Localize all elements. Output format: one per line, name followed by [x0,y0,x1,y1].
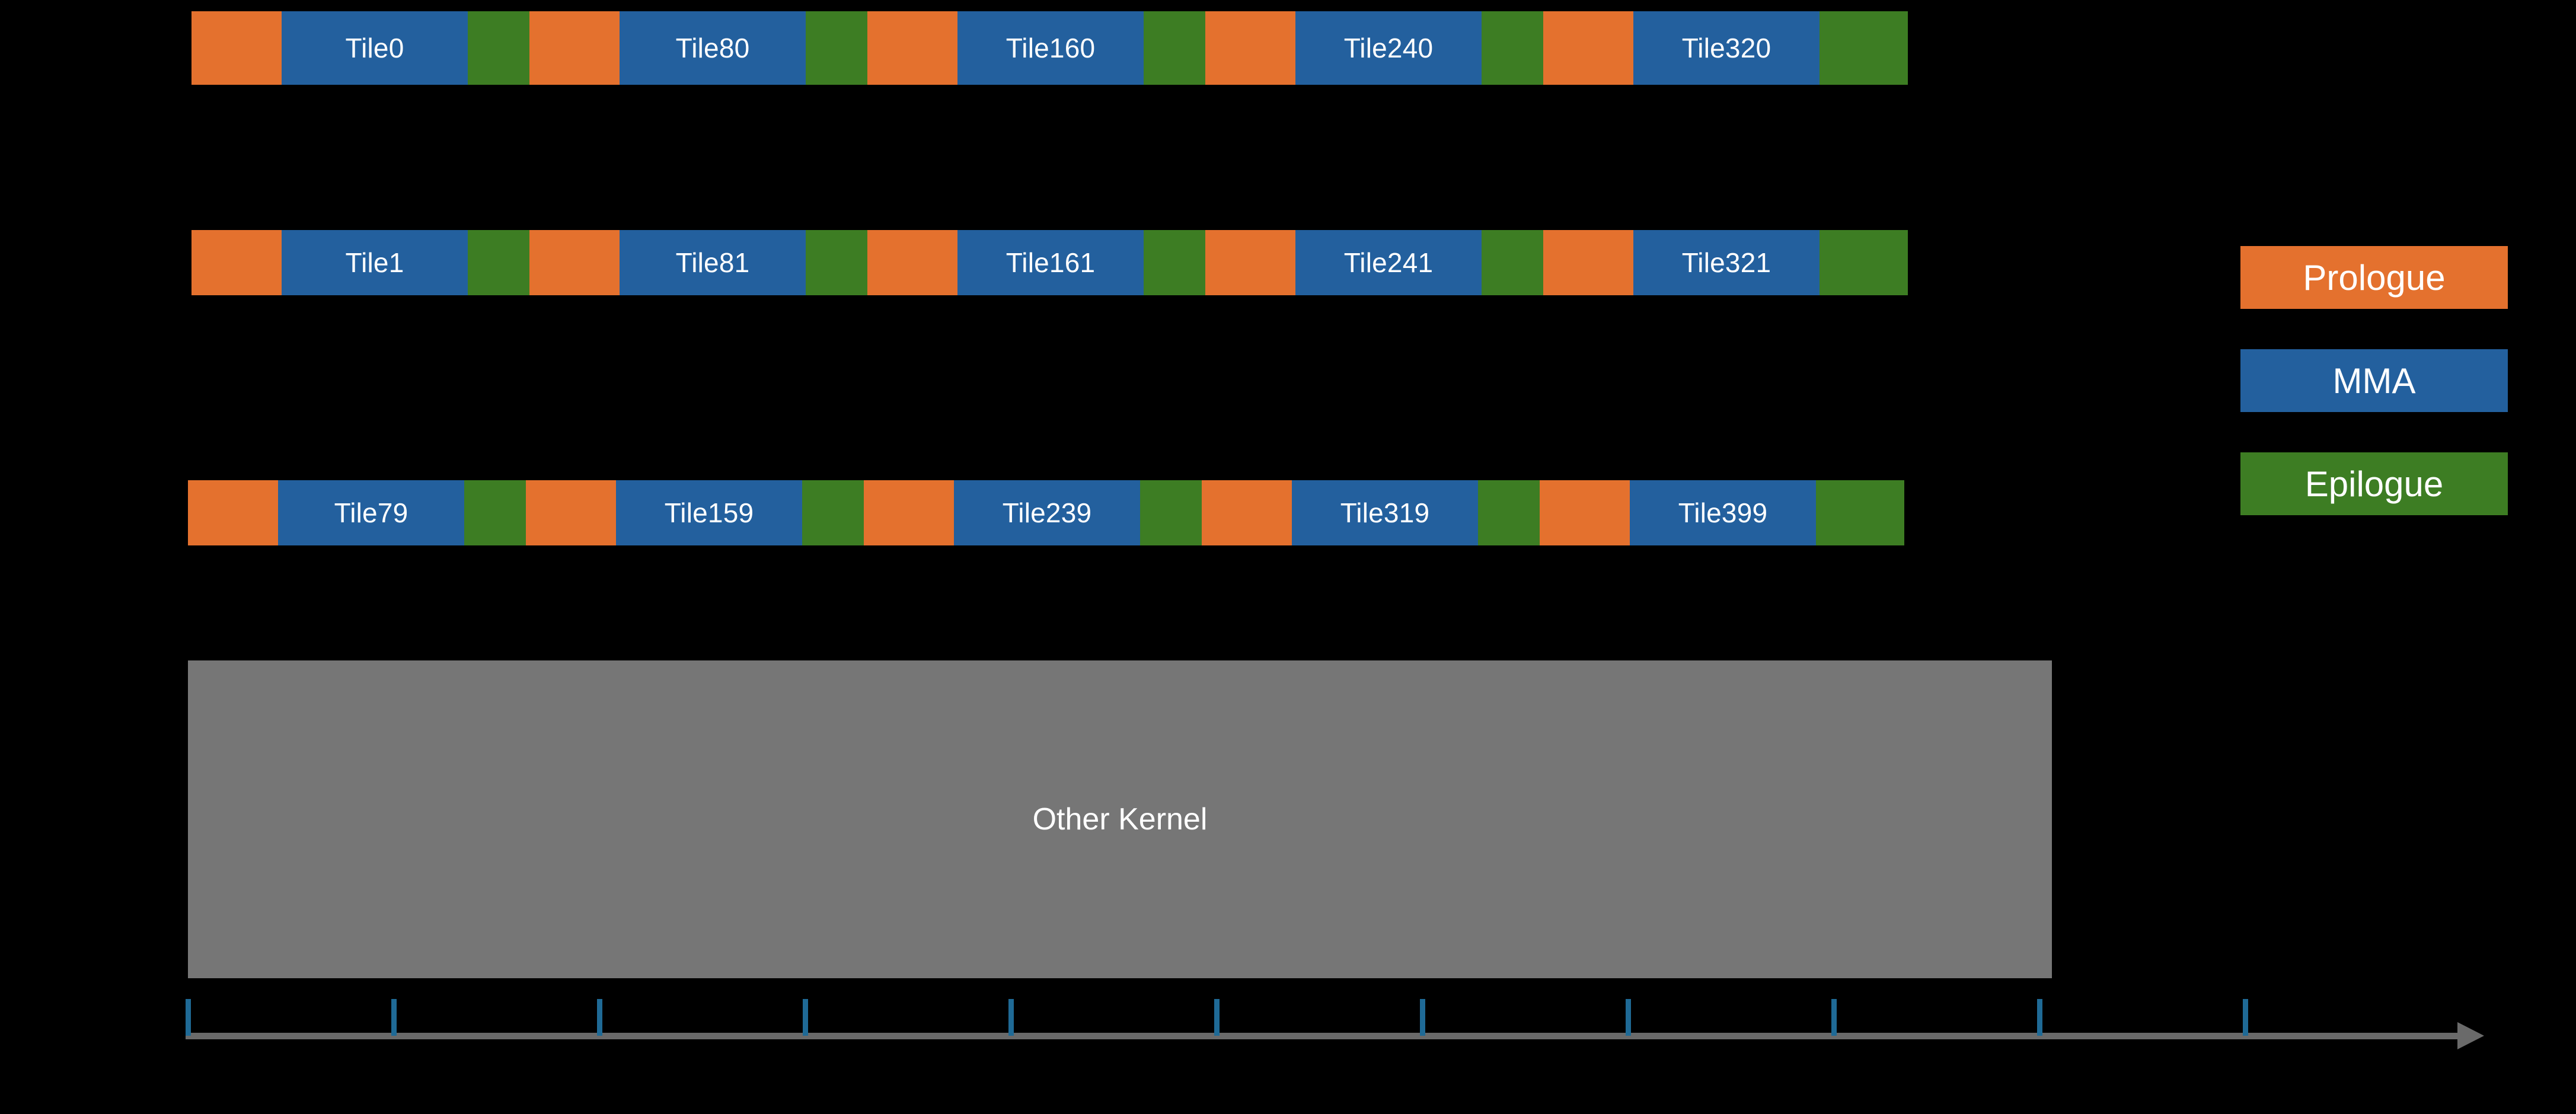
tile-label: Tile0 [345,33,404,63]
other-kernel-block: Other Kernel [188,660,2052,978]
tile-label: Tile79 [334,497,408,528]
segment-prologue [1543,230,1633,295]
tile-label: Tile321 [1681,247,1771,278]
segment-prologue [867,11,957,85]
segment-epilogue [1816,480,1904,545]
axis-line [186,1033,2463,1039]
segment-epilogue [1820,11,1908,85]
tile-label: Tile159 [664,497,754,528]
axis-tick [391,999,397,1036]
segment-prologue [1202,480,1292,545]
segment-mma-tile160: Tile160 [957,11,1144,85]
legend-item-mma[interactable]: MMA [2240,349,2508,412]
axis-tick [1420,999,1425,1036]
row-tile79: Tile79 Tile159 Tile239 Tile319 Tile399 [188,480,1904,545]
segment-prologue [529,230,620,295]
segment-prologue [191,11,282,85]
segment-epilogue [802,480,864,545]
segment-prologue [1540,480,1630,545]
segment-mma-tile79: Tile79 [278,480,464,545]
segment-epilogue [468,230,529,295]
segment-epilogue [468,11,529,85]
tile-label: Tile399 [1678,497,1768,528]
tile-label: Tile239 [1002,497,1092,528]
segment-epilogue [1144,11,1205,85]
segment-mma-tile159: Tile159 [616,480,802,545]
axis-tick [1831,999,1837,1036]
segment-mma-tile81: Tile81 [620,230,806,295]
segment-epilogue [1478,480,1540,545]
tile-label: Tile240 [1343,33,1434,63]
axis-tick [1626,999,1631,1036]
legend-label: Epilogue [2304,464,2444,504]
segment-mma-tile399: Tile399 [1630,480,1816,545]
axis-tick [2037,999,2042,1036]
row-tile1: Tile1 Tile81 Tile161 Tile241 Tile321 [191,230,1908,295]
segment-prologue [1205,230,1295,295]
tile-label: Tile160 [1005,33,1096,63]
segment-epilogue [1140,480,1202,545]
segment-prologue [864,480,954,545]
segment-prologue [526,480,616,545]
segment-mma-tile239: Tile239 [954,480,1140,545]
axis-tick [186,999,191,1036]
segment-prologue [191,230,282,295]
axis-tick [1008,999,1014,1036]
legend-item-epilogue[interactable]: Epilogue [2240,452,2508,515]
legend-label: Prologue [2303,257,2446,298]
tile-label: Tile320 [1681,33,1771,63]
axis-tick [2243,999,2248,1036]
other-kernel-label: Other Kernel [1032,802,1208,837]
axis-tick [1214,999,1220,1036]
segment-epilogue [1482,11,1543,85]
tile-label: Tile319 [1340,497,1430,528]
axis-arrow-icon [2457,1022,2484,1049]
segment-prologue [188,480,278,545]
legend-item-prologue[interactable]: Prologue [2240,246,2508,309]
segment-prologue [1205,11,1295,85]
segment-epilogue [464,480,526,545]
tile-label: Tile161 [1005,247,1096,278]
segment-mma-tile1: Tile1 [282,230,468,295]
tile-label: Tile81 [675,247,750,278]
segment-epilogue [806,230,867,295]
segment-mma-tile319: Tile319 [1292,480,1478,545]
segment-mma-tile161: Tile161 [957,230,1144,295]
tile-label: Tile241 [1343,247,1434,278]
segment-epilogue [1144,230,1205,295]
segment-epilogue [806,11,867,85]
segment-mma-tile0: Tile0 [282,11,468,85]
segment-mma-tile240: Tile240 [1295,11,1482,85]
segment-mma-tile321: Tile321 [1633,230,1820,295]
segment-mma-tile320: Tile320 [1633,11,1820,85]
segment-epilogue [1820,230,1908,295]
tile-label: Tile1 [345,247,404,278]
segment-epilogue [1482,230,1543,295]
segment-prologue [529,11,620,85]
segment-mma-tile80: Tile80 [620,11,806,85]
segment-prologue [867,230,957,295]
row-tile0: Tile0 Tile80 Tile160 Tile240 Tile320 [191,11,1908,85]
tile-label: Tile80 [675,33,750,63]
legend-label: MMA [2332,360,2416,401]
segment-mma-tile241: Tile241 [1295,230,1482,295]
axis-tick [597,999,602,1036]
axis-tick [803,999,808,1036]
segment-prologue [1543,11,1633,85]
